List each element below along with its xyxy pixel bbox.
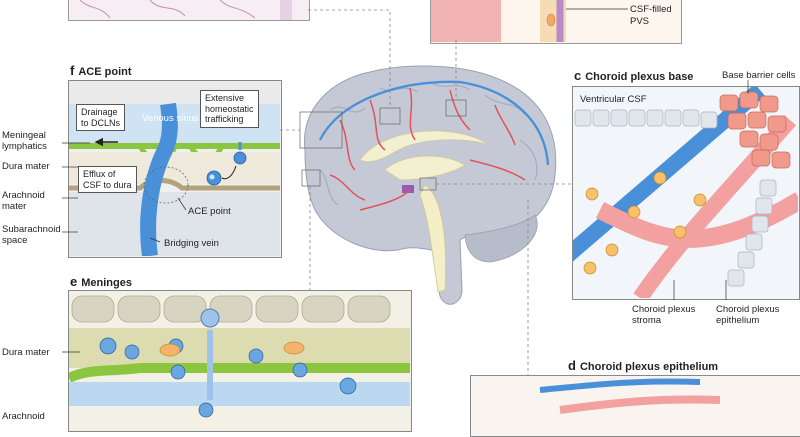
cp-epithelium-label-1: Choroid plexus — [716, 304, 780, 315]
extensive-trafficking-box: Extensive homeostatic trafficking — [200, 90, 259, 128]
top-right-fragment-art — [431, 0, 566, 42]
efflux-box: Efflux of CSF to dura — [78, 166, 137, 193]
dura-mater-label-f: Dura mater — [2, 161, 50, 172]
cp-stroma-label-1: Choroid plexus — [632, 304, 696, 315]
panel-d-art — [539, 378, 721, 414]
efflux-line-1: Efflux of — [83, 169, 116, 179]
venous-sinus-label: Venous sinus — [142, 113, 199, 124]
arachnoid-mater-label-1: Arachnoid — [2, 190, 45, 201]
top-left-panel-fragment — [68, 0, 310, 21]
brain-illustration — [299, 65, 557, 305]
cp-stroma-label-2: stroma — [632, 315, 662, 326]
arachnoid-label-e: Arachnoid — [2, 411, 45, 422]
extensive-line-1: Extensive — [205, 93, 245, 103]
bridging-vein-label: Bridging vein — [164, 238, 219, 249]
meningeal-lymphatics-label-2: lymphatics — [2, 141, 47, 152]
arachnoid-mater-label-2: mater — [2, 201, 27, 212]
dura-mater-label-e: Dura mater — [2, 347, 50, 358]
extensive-line-3: trafficking — [205, 114, 244, 124]
panel-c-art — [573, 87, 798, 298]
extensive-line-2: homeostatic — [205, 103, 254, 114]
ventricular-csf-label: Ventricular CSF — [580, 94, 647, 105]
panel-e-art — [69, 295, 410, 418]
pvs-label: PVS — [630, 16, 650, 27]
top-left-fragment-art — [79, 0, 292, 20]
csf-filled-label: CSF-filled — [630, 4, 672, 15]
dashed-connectors — [280, 9, 572, 375]
ace-point-label: ACE point — [188, 206, 231, 217]
base-barrier-cells-label: Base barrier cells — [722, 70, 796, 81]
drainage-line-2: to DCLNs — [81, 117, 121, 128]
drainage-box: Drainage to DCLNs — [76, 104, 126, 131]
meningeal-lymphatics-label-1: Meningeal — [2, 130, 46, 141]
drainage-line-1: Drainage — [81, 107, 118, 117]
efflux-line-2: CSF to dura — [83, 179, 132, 190]
diagram-graphics — [62, 0, 798, 418]
subarachnoid-space-label-1: Subarachnoid — [2, 224, 61, 235]
cp-epithelium-label-2: epithelium — [716, 315, 760, 326]
subarachnoid-space-label-2: space — [2, 235, 28, 246]
